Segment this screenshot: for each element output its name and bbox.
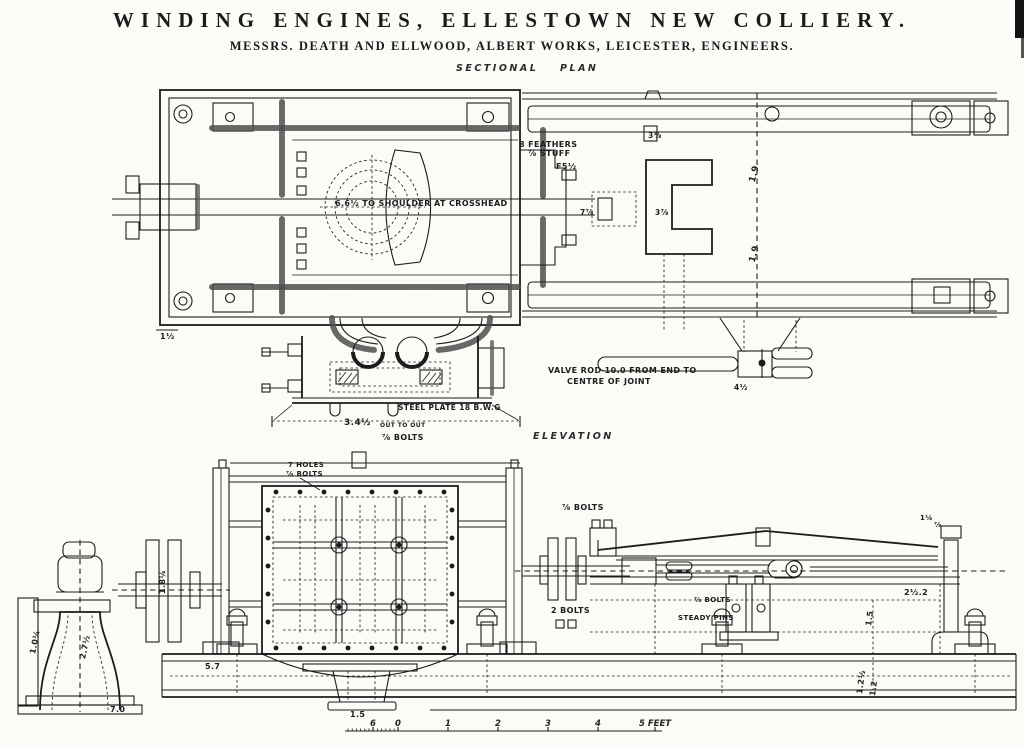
elev-bed-plate <box>161 653 1017 711</box>
dimension-label: 6.6½ TO SHOULDER AT CROSSHEAD <box>335 199 508 208</box>
scale-label: 2 <box>495 719 501 729</box>
scale-label: 3 <box>545 719 551 729</box>
dimension-label: 8 FEATHERS <box>519 140 578 149</box>
dimension-label: 4½ <box>734 383 748 392</box>
dimension-label: ⅞ BOLTS <box>562 503 604 512</box>
scale-label: 0 <box>395 719 401 729</box>
elevation-view <box>17 451 1017 715</box>
dimension-label: F5½ <box>556 162 577 171</box>
plan-cylinder-walls <box>209 99 546 316</box>
plan-cylinder-frame <box>159 89 662 326</box>
elev-pedestal <box>17 540 143 715</box>
plan-valve-rod <box>597 317 813 379</box>
elev-slide-bars <box>589 519 960 690</box>
plan-view-label: SECTIONAL PLAN <box>456 63 599 74</box>
dimension-label: 2½.2 <box>904 588 929 597</box>
dimension-label: OUT TO OUT <box>380 422 426 429</box>
elevation-view-label: ELEVATION <box>533 431 614 442</box>
dimension-label: 3.4½ <box>344 418 371 428</box>
dimension-label: ⅞ BOLTS <box>286 470 323 478</box>
dimension-label: 7 HOLES <box>288 461 325 469</box>
dimension-label: ⅞ BOLTS <box>382 433 424 442</box>
drawing-title: WINDING ENGINES, ELLESTOWN NEW COLLIERY. <box>112 8 912 32</box>
scale-label: 5 FEET <box>638 719 672 729</box>
dimension-label: STEADY PINS <box>678 614 734 622</box>
plan-piston-dashed-circles <box>320 155 425 260</box>
scale-label: 4 <box>595 719 601 729</box>
plan-valve-chest <box>156 315 521 427</box>
scale-bar-ticks <box>345 727 662 732</box>
elev-valve-chest-cover <box>261 485 459 655</box>
dimension-label: VALVE ROD 10.0 FROM END TO <box>548 366 697 375</box>
plan-slide-bar-top <box>522 92 1009 136</box>
sectional-plan-view <box>112 89 1009 427</box>
holding-down-bolt <box>466 608 508 694</box>
dimension-label: 7.0 <box>110 705 126 714</box>
scale-label: 6 <box>370 719 376 729</box>
elev-coupling <box>112 539 230 643</box>
plan-piston-rod <box>112 149 595 270</box>
dimension-label: 1¼ <box>920 514 933 522</box>
drawing-subtitle: MESSRS. DEATH AND ELLWOOD, ALBERT WORKS,… <box>229 39 795 53</box>
scan-smudge-edge <box>1021 38 1024 58</box>
dimension-label: CENTRE OF JOINT <box>567 377 651 386</box>
elev-frame <box>202 451 537 655</box>
elev-holding-down-bolts <box>216 608 996 694</box>
dimension-label: ⅞ BOLTS <box>694 596 731 604</box>
dimension-label: 1½ <box>160 332 175 341</box>
dimension-label: 1.5 <box>350 710 366 719</box>
holding-down-bolt <box>216 608 258 694</box>
dimension-label: STEEL PLATE 18 B.W.G <box>398 403 501 412</box>
plan-slide-bar-bottom <box>522 93 1009 320</box>
holding-down-bolt <box>954 608 996 694</box>
dimension-label: 3⅜ <box>648 131 662 140</box>
dimension-label: 3⅞ <box>655 208 669 217</box>
dimension-label: 2 BOLTS <box>551 606 591 615</box>
elev-piston-rod <box>515 537 1005 629</box>
title-block: WINDING ENGINES, ELLESTOWN NEW COLLIERY.… <box>0 8 1024 54</box>
elev-drain-funnel <box>261 653 459 711</box>
holding-down-bolt <box>701 608 743 694</box>
dimension-label: ⅞ STUFF <box>528 149 571 158</box>
scale-label: 1 <box>445 719 451 729</box>
dimension-label: 5.7 <box>205 662 221 671</box>
elev-steady-pin-bracket <box>719 575 779 641</box>
dimension-label: 7⅞ <box>580 208 594 217</box>
elev-cover-bolts <box>265 489 455 651</box>
dimension-label: 1.8¼ <box>158 569 167 594</box>
dimension-label: ⅞ <box>934 521 942 529</box>
scan-smudge <box>1015 0 1024 38</box>
